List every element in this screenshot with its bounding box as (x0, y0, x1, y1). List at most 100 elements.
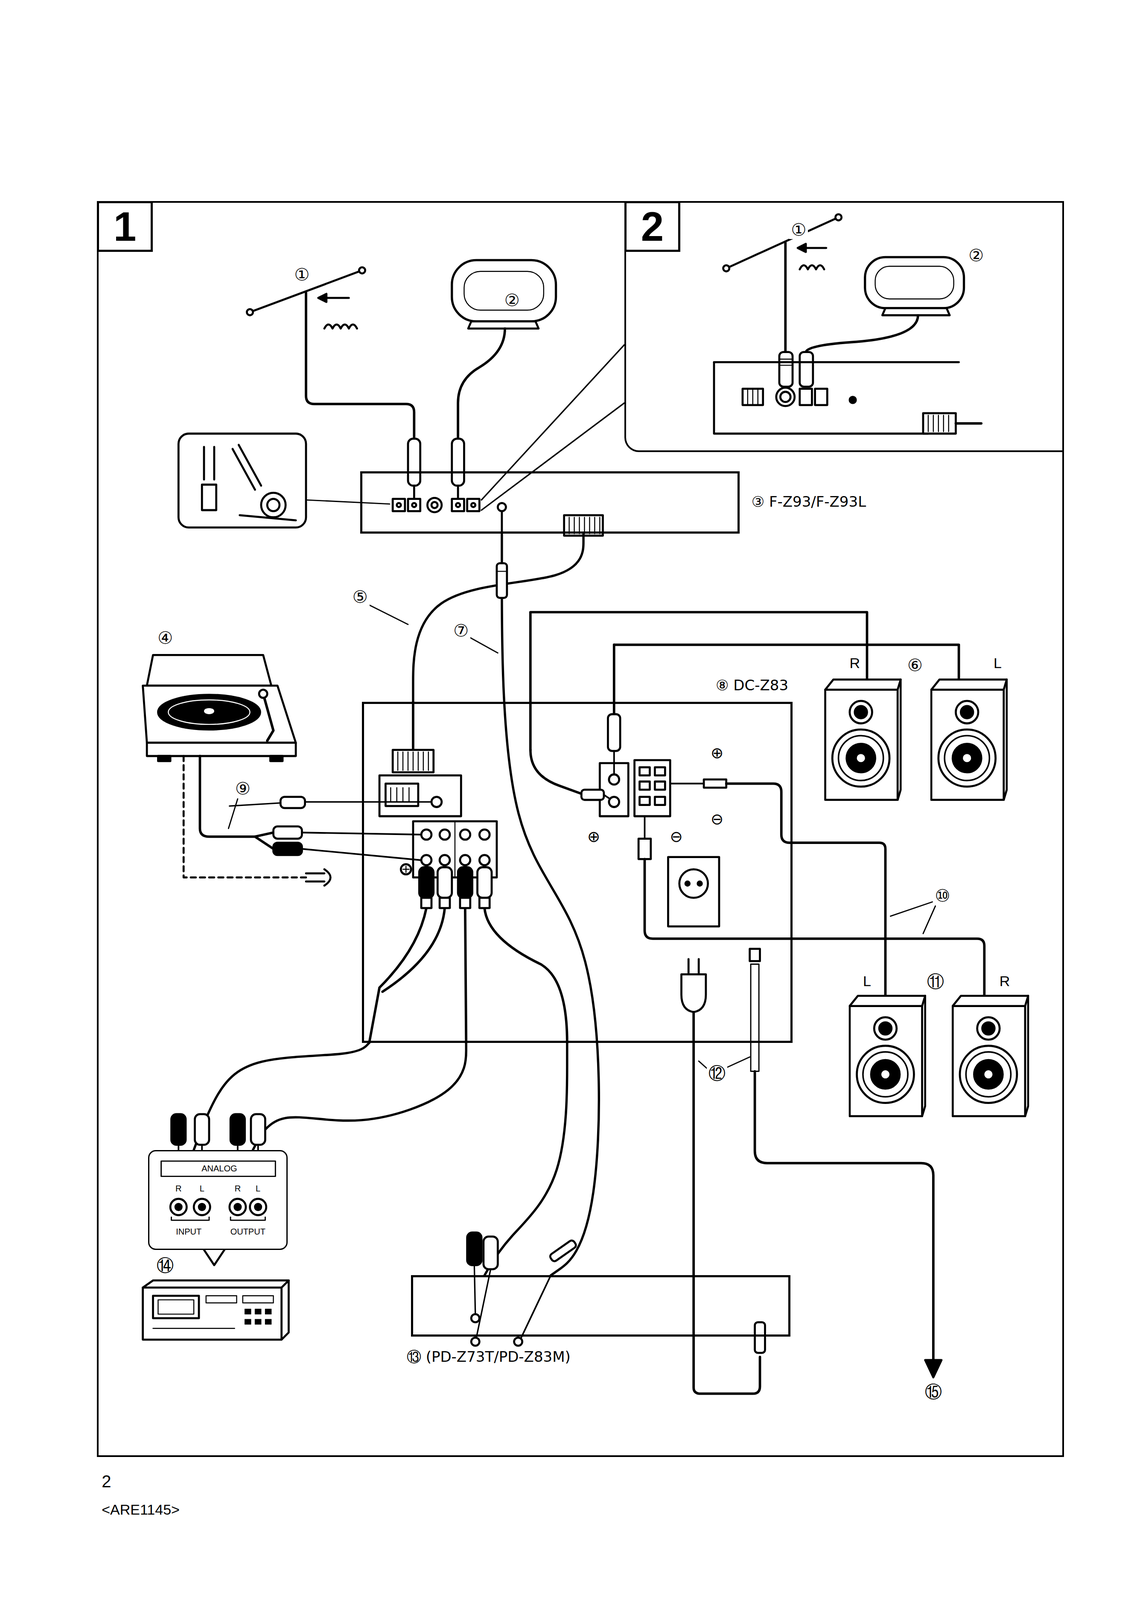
callout-number: ② (966, 245, 986, 265)
speaker-cable (670, 782, 704, 785)
amplifier-rear-panel (465, 907, 467, 1043)
antenna-plug (413, 485, 458, 499)
deck-jack-panel-detail (161, 1160, 276, 1177)
rca-plug (421, 897, 432, 908)
deck-jack-panel-detail (198, 1203, 205, 1210)
detail-inset (232, 444, 262, 490)
speaker (825, 679, 901, 800)
amplifier-rear-panel (460, 854, 471, 866)
detail-inset (267, 498, 280, 512)
rca-plug (437, 867, 452, 898)
antenna-terminal (396, 502, 402, 508)
callout-number: ④ (155, 628, 175, 648)
power-cord (685, 881, 690, 886)
power-cord (667, 856, 720, 927)
power-cord (697, 881, 703, 886)
inset-chassis (714, 361, 929, 434)
tuner-jack (497, 502, 506, 511)
callout-number: ⑤ (350, 587, 370, 607)
speaker-cable (634, 760, 671, 817)
speaker-cable (638, 838, 651, 860)
speaker-cable (654, 766, 665, 776)
cable (193, 1042, 370, 1150)
antenna-plug (451, 438, 465, 486)
leader-line (727, 1056, 750, 1067)
phono-cable (229, 802, 281, 806)
antenna-terminal (427, 497, 442, 512)
rca-plug (581, 789, 604, 800)
turntable (146, 654, 272, 686)
zoom-line (306, 344, 625, 511)
turntable (270, 755, 283, 761)
power-cord (688, 959, 699, 975)
cassette-deck (142, 1279, 289, 1340)
inset-antenna (797, 243, 806, 252)
antenna-plug (408, 438, 464, 499)
figure-panel: 12③ F-Z93/F-Z93L⑧ DC-Z83ANALOGRLRLINPUTO… (96, 201, 1064, 1457)
turntable (157, 755, 171, 761)
turntable (259, 689, 268, 698)
jack-group-label: OUTPUT (228, 1226, 268, 1236)
panel-number: 1 (96, 201, 153, 253)
cassette-deck (153, 1295, 200, 1318)
amplifier-rear-panel (439, 854, 450, 866)
amplifier-rear-panel (382, 907, 445, 992)
fm-antenna (246, 308, 253, 315)
antenna-plug (408, 438, 421, 486)
phono-cable (400, 863, 412, 875)
rca-plug (548, 1238, 578, 1263)
inset-chassis (714, 361, 982, 434)
fm-antenna (306, 292, 414, 439)
tuner-jack (497, 502, 506, 534)
tuner-jack (500, 510, 503, 534)
detail-inset (261, 492, 286, 517)
deck-jack-panel-detail (234, 1203, 241, 1210)
rca-plug (496, 570, 508, 572)
channel-label: R (848, 655, 863, 671)
am-loop-antenna (463, 271, 544, 311)
cable (413, 533, 584, 702)
deck-jack-panel-detail (171, 1216, 266, 1220)
inset-antenna (784, 242, 787, 353)
speaker-cable (609, 774, 620, 785)
phono-cable (301, 832, 420, 860)
callout-number: ⑫ (706, 1063, 728, 1083)
zoom-line (481, 402, 625, 511)
rca-plug (171, 562, 766, 1353)
inset-chassis (815, 388, 828, 406)
antenna-terminal (412, 502, 417, 508)
rca-plug (483, 1236, 498, 1269)
speaker-cable (726, 783, 886, 995)
rca-plug (280, 796, 305, 808)
cable (253, 1042, 467, 1150)
antenna-terminal (451, 498, 465, 512)
inset-chassis (849, 396, 856, 403)
cassette-deck (244, 1308, 251, 1314)
channel-label: L (861, 973, 873, 989)
fm-antenna (358, 267, 365, 274)
inset-antenna (865, 256, 965, 309)
amplifier-rear-panel (390, 787, 409, 802)
callout-number: ⑥ (905, 655, 925, 675)
deck-jack-panel-detail (193, 1198, 210, 1215)
amplifier-rear-panel (369, 701, 568, 1043)
document-code: <ARE1145> (99, 1501, 182, 1518)
antenna-terminal (455, 502, 461, 508)
rca-plug (273, 842, 303, 855)
amplifier-rear-panel (460, 829, 471, 840)
amplifier-rear-panel (411, 701, 415, 750)
turntable (157, 694, 260, 730)
rca-plug (457, 867, 473, 898)
cassette-deck (153, 1327, 235, 1329)
amplifier-rear-panel (379, 775, 461, 817)
rca-plug (250, 1113, 266, 1145)
channel-label: L (198, 1183, 207, 1193)
deck-jack-panel-detail (255, 1203, 262, 1210)
speaker-cable (530, 749, 582, 794)
cassette-deck (206, 1295, 237, 1303)
inset-chassis (776, 387, 795, 406)
power-cord (749, 948, 761, 962)
amplifier-rear-panel (439, 829, 450, 840)
detail-inset (178, 433, 307, 528)
deck-jack-panel-detail (204, 1249, 225, 1266)
